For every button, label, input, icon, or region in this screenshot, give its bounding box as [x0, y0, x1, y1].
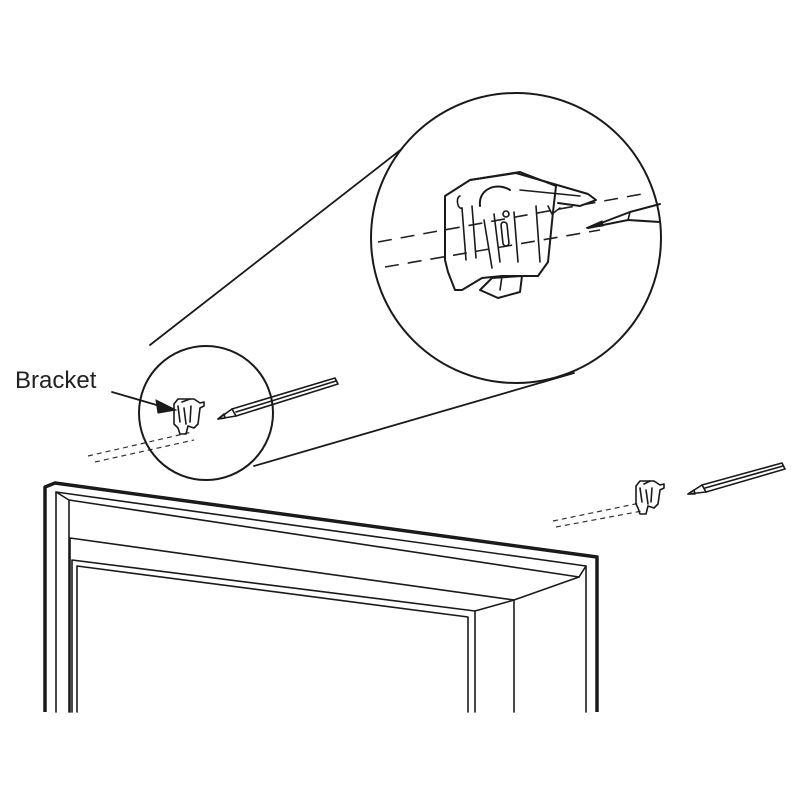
bracket-label: Bracket	[15, 367, 97, 394]
bracket-icon-zoomed	[444, 171, 597, 299]
bracket-icon	[173, 398, 205, 435]
small-magnifier-circle	[138, 345, 274, 481]
callout-arrowhead	[155, 399, 178, 414]
bracket-callout: Bracket	[15, 367, 178, 414]
alignment-lines-left	[87, 431, 195, 463]
pencil-icon	[217, 377, 339, 420]
bracket-icon-right	[635, 480, 665, 515]
pencil-icon-right	[687, 462, 786, 495]
alignment-lines-right	[552, 502, 643, 528]
zoom-connector-lines	[149, 147, 575, 467]
window-frame	[43, 481, 599, 713]
alignment-lines-zoomed	[377, 193, 643, 268]
pencil-icon-zoomed	[585, 203, 661, 229]
